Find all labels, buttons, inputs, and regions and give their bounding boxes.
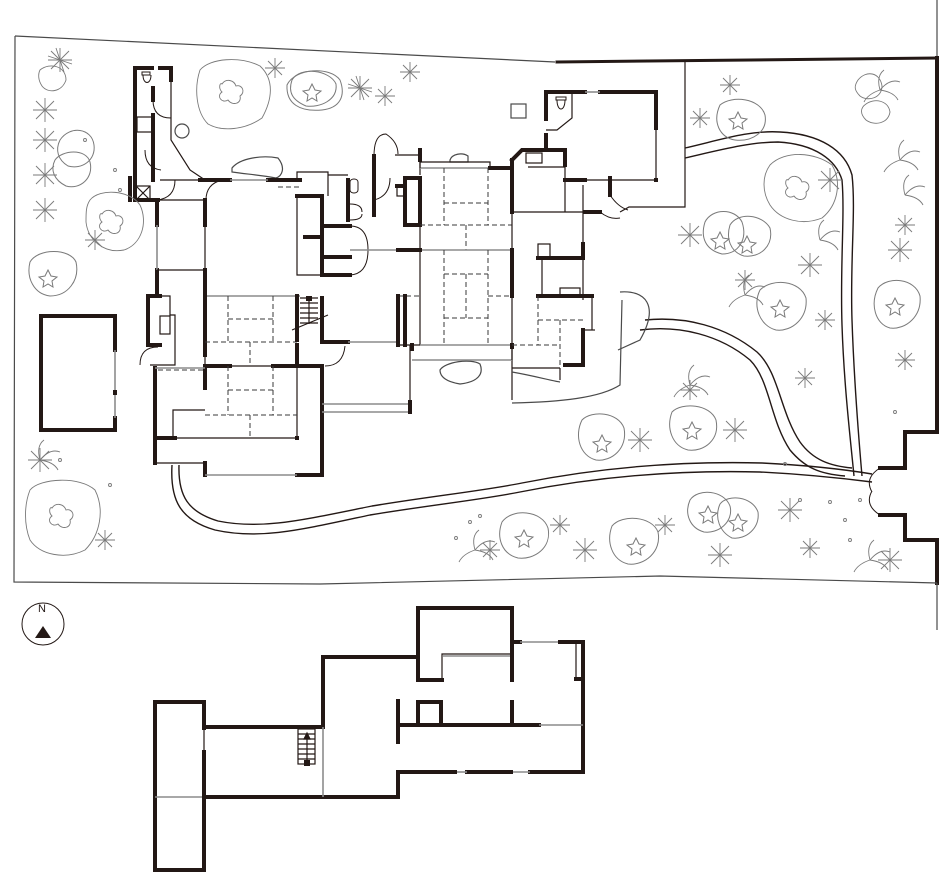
upper-floor-plan	[153, 606, 585, 872]
tree	[28, 251, 78, 297]
central-block	[295, 133, 422, 277]
trees	[28, 70, 921, 565]
staircase	[291, 294, 400, 367]
tree	[702, 211, 772, 257]
tree	[609, 517, 660, 565]
north-arrow-label: N	[38, 603, 46, 615]
stepping-stones	[174, 103, 527, 385]
east-wing	[509, 60, 686, 383]
tree	[669, 405, 718, 451]
tree	[873, 280, 921, 329]
tree	[52, 130, 95, 188]
tree	[499, 512, 550, 559]
tree	[687, 491, 759, 539]
gravel-dots	[58, 138, 897, 542]
garden-paths	[171, 131, 873, 535]
west-rooms	[139, 198, 207, 366]
tree	[578, 413, 626, 461]
tatami-block-east	[396, 158, 514, 400]
ferns	[38, 69, 926, 573]
site-boundary	[13, 0, 939, 630]
ornamental-grasses	[28, 47, 915, 572]
shrubs	[25, 59, 891, 556]
tree	[716, 98, 766, 141]
west-service-wing	[128, 66, 302, 202]
north-arrow-triangle-icon	[35, 626, 51, 638]
tree	[286, 70, 343, 111]
storehouse	[39, 314, 117, 432]
tatami-block-west	[153, 294, 412, 477]
north-arrow	[21, 602, 65, 646]
tree	[756, 281, 807, 331]
upper-stair	[297, 728, 316, 765]
